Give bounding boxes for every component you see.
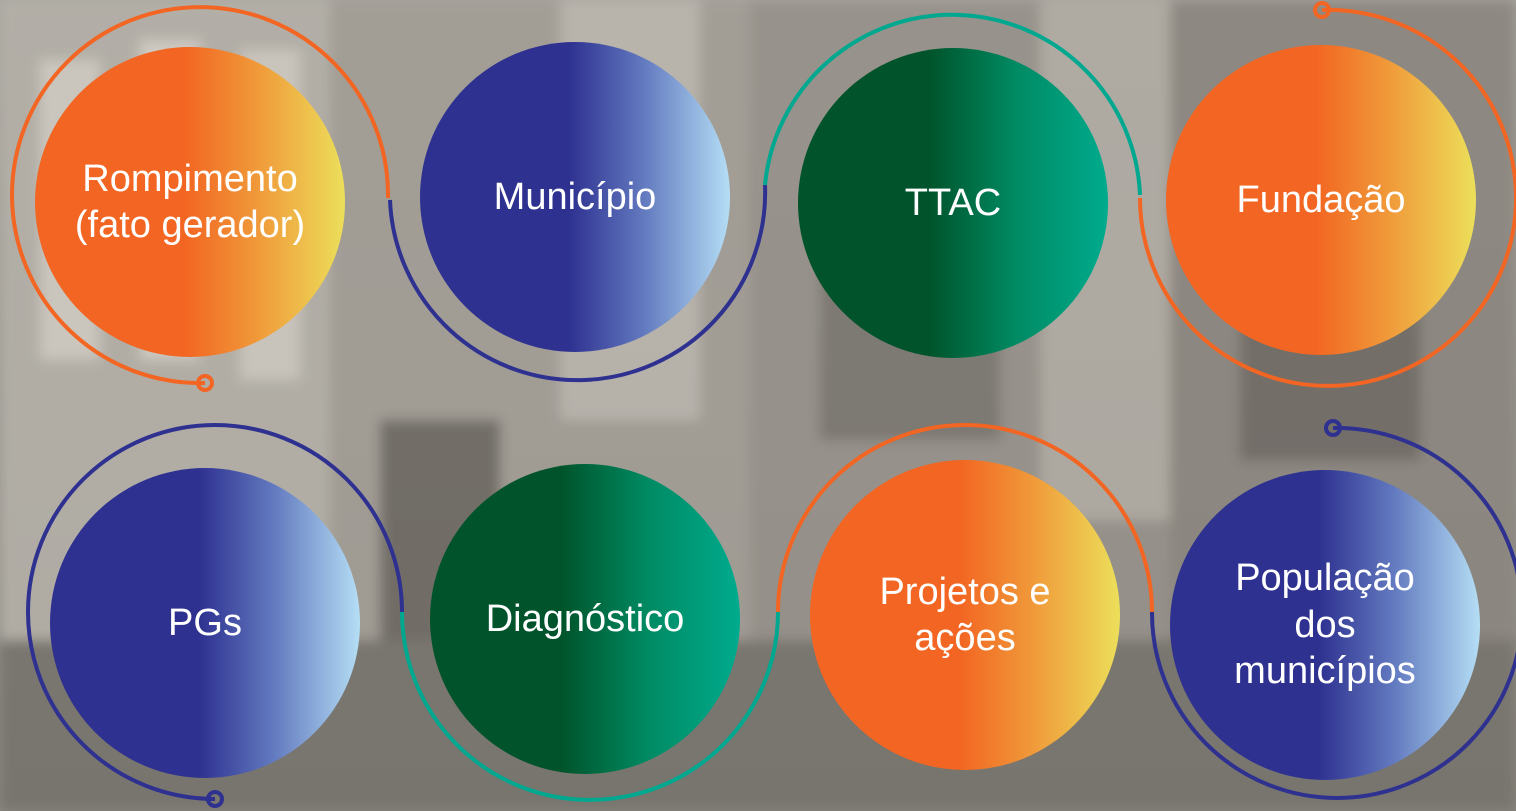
- node-municipio: Município: [420, 42, 730, 352]
- node-label: TTAC: [904, 181, 1002, 224]
- node-populacao: População dos municípios: [1170, 470, 1480, 780]
- ring-arc-populacao: [1149, 425, 1516, 800]
- ring-arc-pgs: [26, 423, 404, 801]
- node-label: Rompimento (fato gerador): [74, 157, 306, 246]
- ring-dot-pgs: [206, 790, 224, 808]
- node-label: Fundação: [1236, 178, 1406, 221]
- node-label: Município: [493, 175, 657, 218]
- ring-arc-projetos: [776, 423, 1154, 613]
- ring-arc-diagnostico: [400, 611, 780, 802]
- ring-dot-fundacao: [1313, 1, 1331, 19]
- ring-arc-rompimento: [10, 5, 391, 386]
- node-label: Diagnóstico: [485, 597, 685, 640]
- node-label: PGs: [168, 601, 242, 644]
- ring-arc-ttac: [763, 12, 1142, 196]
- node-ttac: TTAC: [798, 48, 1108, 358]
- ring-arc-fundacao: [1138, 7, 1516, 388]
- node-label: População dos municípios: [1234, 557, 1416, 693]
- ring-arc-municipio: [388, 184, 768, 383]
- node-diagnostico: Diagnóstico: [430, 464, 740, 774]
- ring-dot-populacao: [1324, 419, 1342, 437]
- node-label: Projetos e ações: [879, 570, 1051, 659]
- node-projetos: Projetos e ações: [810, 460, 1120, 770]
- node-pgs: PGs: [50, 468, 360, 778]
- node-rompimento: Rompimento (fato gerador): [35, 47, 345, 357]
- node-fundacao: Fundação: [1166, 45, 1476, 355]
- ring-dot-rompimento: [196, 374, 214, 392]
